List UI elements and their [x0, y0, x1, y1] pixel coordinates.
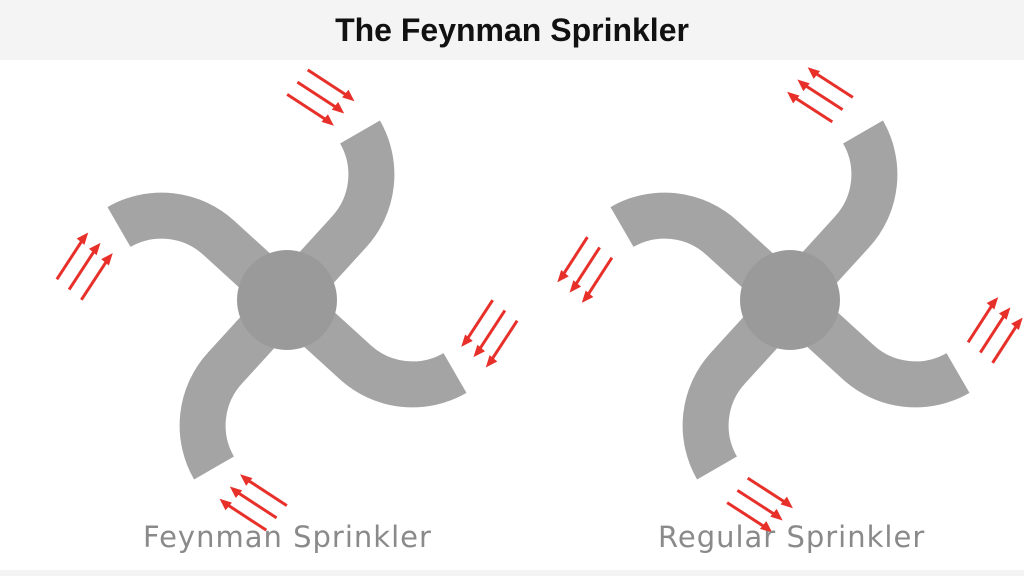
feynman-sprinkler-label: Feynman Sprinkler — [143, 520, 432, 554]
feynman-sprinkler — [46, 60, 528, 541]
regular-sprinkler — [551, 61, 1024, 539]
sprinkler-diagram — [46, 60, 1024, 541]
red-arrow-icon — [551, 235, 622, 308]
bottom-strip — [0, 570, 1024, 576]
red-arrow-icon — [455, 298, 528, 373]
red-arrow-icon — [958, 292, 1024, 365]
red-arrow-icon — [285, 60, 360, 132]
red-arrow-icon — [782, 61, 855, 132]
title-bar: The Feynman Sprinkler — [0, 0, 1024, 60]
regular-sprinkler-label: Regular Sprinkler — [658, 520, 926, 554]
page-title: The Feynman Sprinkler — [335, 11, 689, 48]
sprinkler-hub — [237, 250, 337, 350]
red-arrow-icon — [46, 227, 119, 302]
sprinkler-hub — [740, 250, 840, 350]
